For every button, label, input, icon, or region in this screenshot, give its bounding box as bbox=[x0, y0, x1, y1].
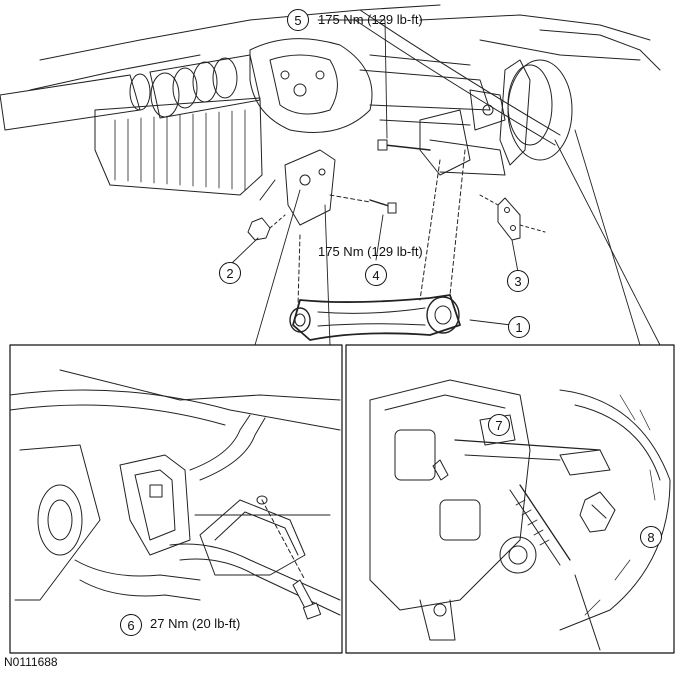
detail-left-drawing bbox=[9, 369, 341, 620]
callout-8: 8 bbox=[640, 526, 662, 548]
figure-id: N0111688 bbox=[4, 655, 58, 669]
callout-3: 3 bbox=[507, 270, 529, 292]
torque-label-6: 27 Nm (20 lb-ft) bbox=[150, 616, 241, 631]
callout-7: 7 bbox=[488, 414, 510, 436]
callout-5: 5 bbox=[287, 9, 309, 31]
detail-view-left bbox=[9, 344, 343, 654]
detail-view-right bbox=[345, 344, 675, 654]
detail-right-drawing bbox=[369, 379, 671, 651]
callout-2: 2 bbox=[219, 262, 241, 284]
torque-label-4: 175 Nm (129 lb-ft) bbox=[318, 244, 423, 259]
torque-label-5: 175 Nm (129 lb-ft) bbox=[318, 12, 423, 27]
callout-4: 4 bbox=[365, 264, 387, 286]
callout-1: 1 bbox=[508, 316, 530, 338]
callout-6: 6 bbox=[120, 614, 142, 636]
overview-drawing bbox=[0, 4, 661, 346]
